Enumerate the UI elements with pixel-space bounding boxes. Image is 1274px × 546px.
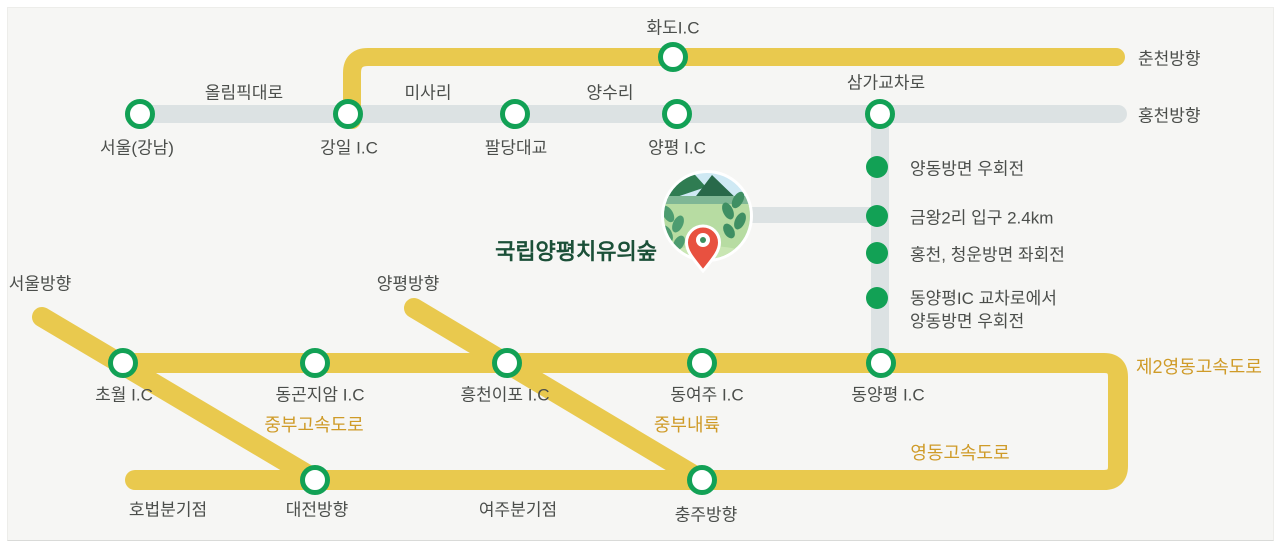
road-yellow-yeongdong-loop	[113, 353, 1128, 490]
map-pin-icon	[684, 224, 722, 274]
road-yellow-jungbu-diagonal	[32, 307, 325, 489]
direction-step-1: 양동방면 우회전	[910, 159, 1025, 179]
dir-label-chungju: 충주방향	[674, 505, 738, 525]
node-seoul-gangnam	[125, 99, 155, 129]
direction-step-4: 동양평IC 교차로에서 양동방면 우회전	[910, 287, 1057, 333]
highway-label-yeongdong: 영동고속도로	[910, 443, 1010, 463]
highway-label-jungbunaeryuk: 중부내륙	[653, 415, 721, 435]
direction-step-3: 홍천, 청운방면 좌회전	[910, 245, 1065, 265]
node-label-donggonjiam: 동곤지암 I.C	[275, 385, 365, 405]
highway-label-je2yeongdong: 제2영동고속도로	[1136, 357, 1262, 377]
direction-step-4-line-2: 양동방면 우회전	[910, 312, 1025, 331]
map-pin-inner-dot	[700, 237, 706, 243]
node-yangpyeong-ic	[662, 99, 692, 129]
direction-step-2: 금왕2리 입구 2.4km	[910, 208, 1054, 228]
end-label-hongcheon: 홍천방향	[1138, 106, 1201, 126]
step-dot-3	[866, 242, 888, 264]
node-label-heungcheonipo: 흥천이포 I.C	[460, 385, 550, 405]
node-label-yangpyeong: 양평 I.C	[648, 138, 706, 158]
jct-label-yeoju: 여주분기점	[478, 500, 558, 520]
node-chowol-ic	[108, 348, 138, 378]
logo-water-band	[664, 196, 750, 206]
node-gangil-ic	[333, 99, 363, 129]
road-yellow-jungbunaeryuk-diagonal	[404, 298, 712, 490]
node-label-hwado: 화도I.C	[646, 18, 700, 38]
road-label-olympic: 올림픽대로	[204, 83, 284, 103]
dir-label-seoul: 서울방향	[8, 274, 72, 294]
node-label-gangil: 강일 I.C	[320, 138, 378, 158]
highway-label-jungbu: 중부고속도로	[264, 415, 364, 435]
dir-label-yangpyeong: 양평방향	[376, 274, 440, 294]
node-label-seoul-gangnam: 서울(강남)	[100, 138, 174, 158]
road-label-misari: 미사리	[404, 83, 452, 103]
node-hwado-ic	[658, 42, 688, 72]
destination-title: 국립양평치유의숲	[495, 239, 657, 264]
node-label-samga: 삼가교차로	[846, 73, 926, 93]
node-daejeon-direction	[300, 465, 330, 495]
forest-logo	[661, 170, 753, 274]
logo-leaves-right	[722, 191, 746, 239]
node-label-dongyangpyeong: 동양평 I.C	[851, 385, 925, 405]
node-label-paldang: 팔당대교	[484, 138, 548, 158]
node-label-chowol: 초월 I.C	[95, 385, 153, 405]
node-dongyeoju-ic	[687, 348, 717, 378]
node-chungju-direction	[687, 465, 717, 495]
node-dongyangpyeong-ic	[866, 348, 896, 378]
road-yellow-chuncheon	[343, 48, 1125, 129]
node-paldang-bridge	[500, 99, 530, 129]
jct-label-hobeop: 호법분기점	[128, 500, 208, 520]
node-donggonjiam-ic	[300, 348, 330, 378]
direction-step-4-line-1: 동양평IC 교차로에서	[910, 289, 1057, 308]
node-samga-junction	[865, 99, 895, 129]
step-dot-1	[866, 156, 888, 178]
step-dot-2	[866, 205, 888, 227]
dir-label-daejeon: 대전방향	[285, 500, 349, 520]
road-label-yangsuri: 양수리	[586, 83, 634, 103]
node-label-dongyeoju: 동여주 I.C	[670, 385, 744, 405]
end-label-chuncheon: 춘천방향	[1138, 49, 1201, 69]
step-dot-4	[866, 287, 888, 309]
node-heungcheonipo-ic	[492, 348, 522, 378]
